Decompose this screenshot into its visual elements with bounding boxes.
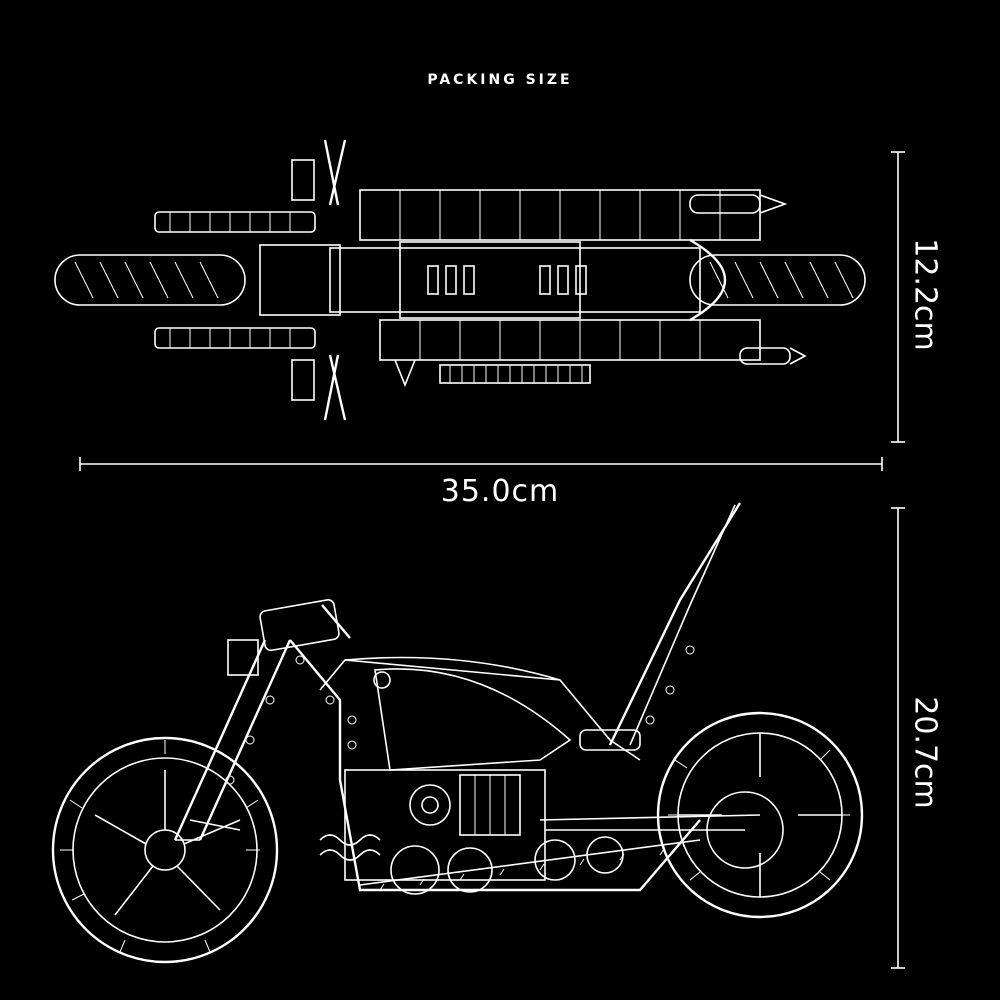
- length-dimension-line: [79, 457, 883, 471]
- width-dimension-line: [891, 151, 905, 443]
- length-label: 35.0cm: [440, 474, 560, 509]
- height-dimension-line: [891, 507, 905, 969]
- motorcycle-side-view: [51, 502, 864, 964]
- packing-size-title: PACKING SIZE: [427, 72, 573, 88]
- motorcycle-top-view: [54, 139, 866, 421]
